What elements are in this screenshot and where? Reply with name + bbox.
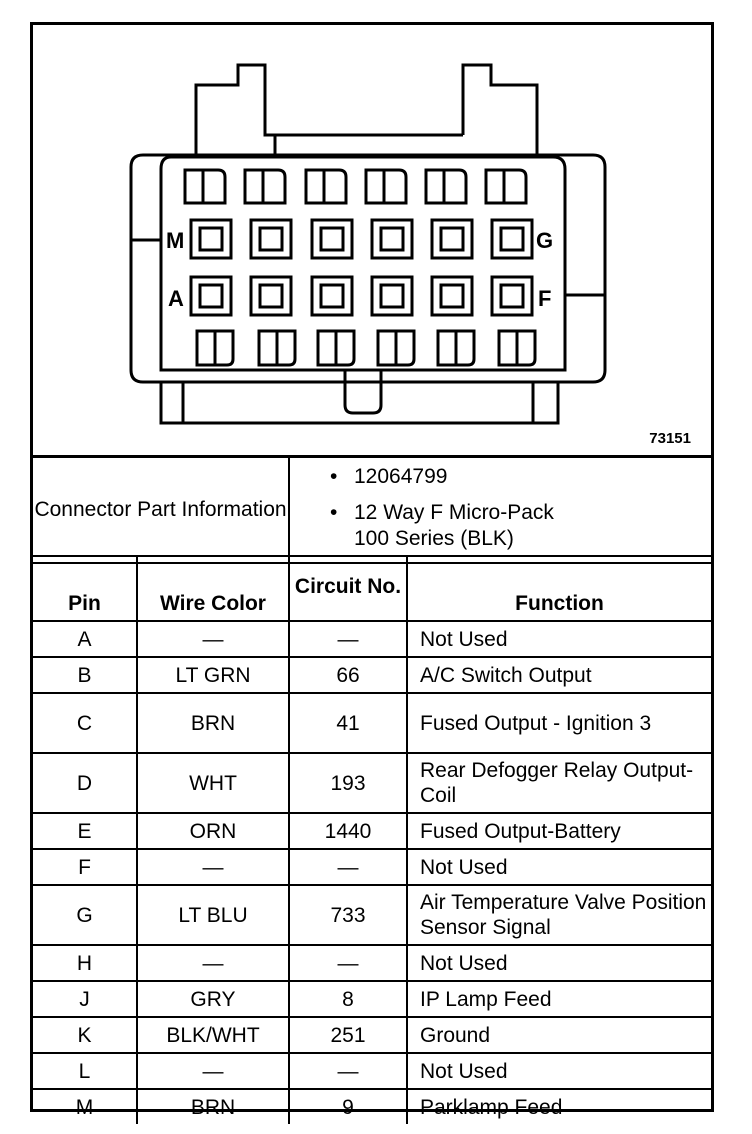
table-row: A — — Not Used xyxy=(33,620,711,658)
wire-color-cell: — xyxy=(136,848,290,886)
pinout-header-row: Pin Wire Color Circuit No. Function xyxy=(33,555,711,622)
wire-color-cell: GRY xyxy=(136,980,290,1018)
pin-cell: D xyxy=(33,752,138,814)
function-cell: Not Used xyxy=(406,944,711,982)
connector-sheet: M G A F 73151 Connector Part Information… xyxy=(30,22,714,1124)
part-description-line1: 12 Way F Micro-Pack xyxy=(354,501,554,524)
table-row: K BLK/WHT 251 Ground xyxy=(33,1016,711,1054)
function-cell: Parklamp Feed xyxy=(406,1088,711,1124)
header-circuit-no: Circuit No. xyxy=(288,555,408,622)
function-cell: A/C Switch Output xyxy=(406,656,711,694)
function-cell: IP Lamp Feed xyxy=(406,980,711,1018)
function-cell: Not Used xyxy=(406,620,711,658)
circuit-cell: 9 xyxy=(288,1088,408,1124)
circuit-cell: 251 xyxy=(288,1016,408,1054)
circuit-cell: — xyxy=(288,620,408,658)
table-row: H — — Not Used xyxy=(33,944,711,982)
pin-cell: K xyxy=(33,1016,138,1054)
wire-color-cell: WHT xyxy=(136,752,290,814)
table-row: G LT BLU 733 Air Temperature Valve Posit… xyxy=(33,884,711,946)
pin-cell: J xyxy=(33,980,138,1018)
pin-cell: G xyxy=(33,884,138,946)
connector-info-table: Connector Part Information 12064799 12 W… xyxy=(33,458,711,564)
function-cell: Rear Defogger Relay Output-Coil xyxy=(406,752,711,814)
circuit-cell: — xyxy=(288,848,408,886)
connector-face-drawing: M G A F xyxy=(129,63,607,425)
header-function: Function xyxy=(406,555,711,622)
function-cell: Ground xyxy=(406,1016,711,1054)
table-row: F — — Not Used xyxy=(33,848,711,886)
table-row: L — — Not Used xyxy=(33,1052,711,1090)
wire-color-cell: LT GRN xyxy=(136,656,290,694)
circuit-cell: — xyxy=(288,1052,408,1090)
wire-color-cell: — xyxy=(136,944,290,982)
pin-cell: A xyxy=(33,620,138,658)
function-cell: Not Used xyxy=(406,1052,711,1090)
pin-cell: H xyxy=(33,944,138,982)
pin-cell: E xyxy=(33,812,138,850)
table-row: B LT GRN 66 A/C Switch Output xyxy=(33,656,711,694)
pin-label-g: G xyxy=(536,228,553,253)
function-cell: Not Used xyxy=(406,848,711,886)
wire-color-cell: — xyxy=(136,620,290,658)
table-row: M BRN 9 Parklamp Feed xyxy=(33,1088,711,1124)
wire-color-cell: LT BLU xyxy=(136,884,290,946)
wire-color-cell: ORN xyxy=(136,812,290,850)
function-cell: Air Temperature Valve Position Sensor Si… xyxy=(406,884,711,946)
pin-cell: M xyxy=(33,1088,138,1124)
pin-label-m: M xyxy=(166,228,184,253)
header-pin: Pin xyxy=(33,555,138,622)
function-cell: Fused Output - Ignition 3 xyxy=(406,692,711,754)
table-row: J GRY 8 IP Lamp Feed xyxy=(33,980,711,1018)
connector-info-values: 12064799 12 Way F Micro-Pack 100 Series (… xyxy=(288,458,711,564)
connector-diagram: M G A F 73151 xyxy=(33,25,711,458)
circuit-cell: 8 xyxy=(288,980,408,1018)
connector-info-label: Connector Part Information xyxy=(33,458,290,564)
circuit-cell: 1440 xyxy=(288,812,408,850)
circuit-cell: 733 xyxy=(288,884,408,946)
part-description: 12 Way F Micro-Pack 100 Series (BLK) xyxy=(330,500,711,552)
figure-id: 73151 xyxy=(649,430,691,447)
pin-label-a: A xyxy=(168,286,184,311)
circuit-cell: 66 xyxy=(288,656,408,694)
header-wire-color: Wire Color xyxy=(136,555,290,622)
circuit-cell: — xyxy=(288,944,408,982)
wire-color-cell: BRN xyxy=(136,1088,290,1124)
table-row: C BRN 41 Fused Output - Ignition 3 xyxy=(33,692,711,754)
pin-cell: F xyxy=(33,848,138,886)
part-description-line2: 100 Series (BLK) xyxy=(354,527,514,550)
wire-color-cell: BLK/WHT xyxy=(136,1016,290,1054)
pinout-table: Pin Wire Color Circuit No. Function A — … xyxy=(33,555,711,1124)
circuit-cell: 41 xyxy=(288,692,408,754)
function-cell: Fused Output-Battery xyxy=(406,812,711,850)
circuit-cell: 193 xyxy=(288,752,408,814)
pin-cell: L xyxy=(33,1052,138,1090)
table-row: E ORN 1440 Fused Output-Battery xyxy=(33,812,711,850)
pin-cell: B xyxy=(33,656,138,694)
wire-color-cell: — xyxy=(136,1052,290,1090)
pin-label-f: F xyxy=(538,286,551,311)
part-number: 12064799 xyxy=(330,464,711,490)
table-row: D WHT 193 Rear Defogger Relay Output-Coi… xyxy=(33,752,711,814)
pin-cell: C xyxy=(33,692,138,754)
wire-color-cell: BRN xyxy=(136,692,290,754)
